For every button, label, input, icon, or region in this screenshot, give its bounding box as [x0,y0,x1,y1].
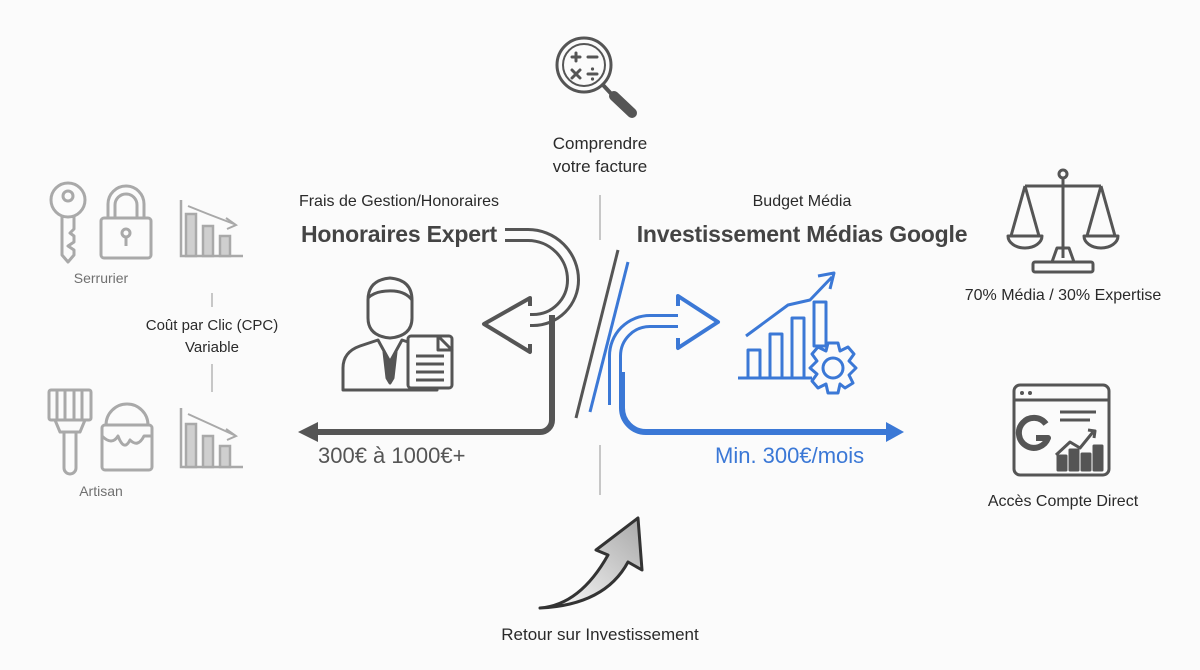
key-icon [49,181,87,264]
paint-bucket-icon [100,402,154,472]
media-flow-arrow [608,294,904,442]
top-label-line2: votre facture [552,157,648,176]
top-label-line1: Comprendre [552,134,648,153]
right-bottom-label: Accès Compte Direct [987,493,1139,510]
fees-subtitle: Frais de Gestion/Honoraires [298,193,500,210]
fees-title: Honoraires Expert [301,221,497,247]
slash-divider-gray [574,249,620,419]
slash-divider-blue [588,261,630,413]
media-amount: Min. 300€/mois [715,443,865,468]
media-subtitle: Budget Média [752,193,852,210]
right-top-label: 70% Média / 30% Expertise [964,287,1162,304]
fees-amount: 300€ à 1000€+ [318,443,466,468]
padlock-icon [99,184,153,260]
declining-bar-chart-icon [179,408,243,469]
bottom-label: Retour sur Investissement [501,625,699,644]
fees-flow-arrow [298,228,581,442]
magnifier-calculator-icon [555,36,637,118]
google-ads-dashboard-icon [1012,383,1111,477]
left-middle-label-line1: Coût par Clic (CPC) [145,317,279,334]
balance-scale-icon [1006,168,1120,274]
consultant-document-icon [341,276,454,392]
paintbrush-icon [47,388,93,476]
left-bottom-label: Artisan [79,483,123,499]
left-top-label: Serrurier [73,270,129,286]
declining-bar-chart-icon [179,200,243,258]
media-title: Investissement Médias Google [636,221,968,247]
left-middle-label-line2: Variable [185,339,239,356]
growth-chart-gear-icon [738,271,858,395]
curved-up-arrow-icon [538,516,644,610]
